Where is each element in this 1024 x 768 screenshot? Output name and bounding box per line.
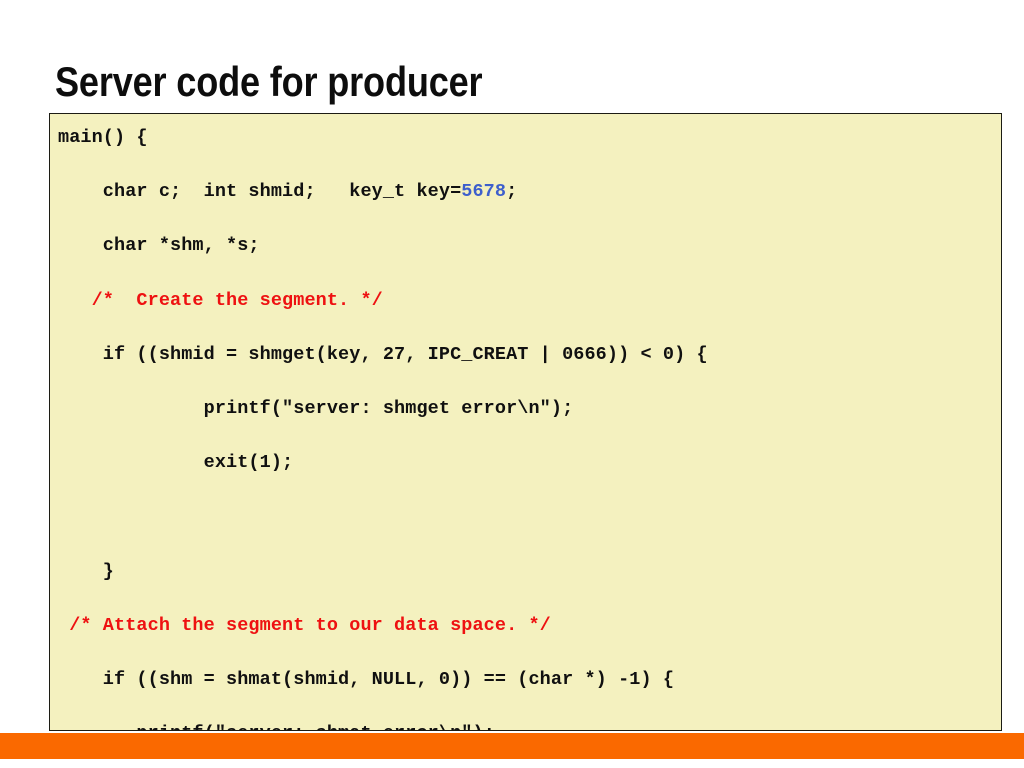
code-token-number: 5678 [461, 181, 507, 203]
code-line: /* Attach the segment to our data space.… [58, 612, 1001, 639]
footer-white-strip [0, 759, 1024, 768]
code-line: exit(1); [58, 449, 1001, 476]
code-token-plain: } [58, 560, 115, 582]
code-line: if ((shmid = shmget(key, 27, IPC_CREAT |… [58, 341, 1001, 368]
code-line: printf("server: shmat error\n"); [58, 720, 1001, 730]
page-title: Server code for producer [55, 58, 483, 106]
footer-accent-band [0, 733, 1024, 759]
code-panel: main() { char c; int shmid; key_t key=56… [49, 113, 1002, 731]
code-token-comment: /* Attach the segment to our data space.… [58, 614, 551, 636]
code-line: char *shm, *s; [58, 232, 1001, 259]
code-line: char c; int shmid; key_t key=5678; [58, 178, 1001, 205]
code-token-plain: if ((shm = shmat(shmid, NULL, 0)) == (ch… [58, 668, 675, 690]
code-listing: main() { char c; int shmid; key_t key=56… [50, 114, 1001, 730]
code-token-plain: main() { [58, 127, 148, 148]
code-token-plain: if ((shmid = shmget(key, 27, IPC_CREAT |… [58, 343, 708, 365]
code-line: if ((shm = shmat(shmid, NULL, 0)) == (ch… [58, 666, 1001, 693]
code-line: /* Create the segment. */ [58, 287, 1001, 314]
code-token-plain: char c; int shmid; key_t key= [58, 181, 462, 203]
code-line [58, 503, 1001, 530]
code-line: main() { [58, 124, 1001, 151]
code-line: printf("server: shmget error\n"); [58, 395, 1001, 422]
code-line: } [58, 558, 1001, 585]
code-token-plain: char *shm, *s; [58, 235, 260, 257]
code-token-plain: printf("server: shmget error\n"); [58, 397, 574, 419]
code-token-plain: exit(1); [58, 452, 294, 474]
code-token-plain: ; [506, 181, 518, 203]
code-token-plain: printf("server: shmat error\n"); [58, 723, 495, 730]
code-token-comment: /* Create the segment. */ [58, 289, 383, 311]
